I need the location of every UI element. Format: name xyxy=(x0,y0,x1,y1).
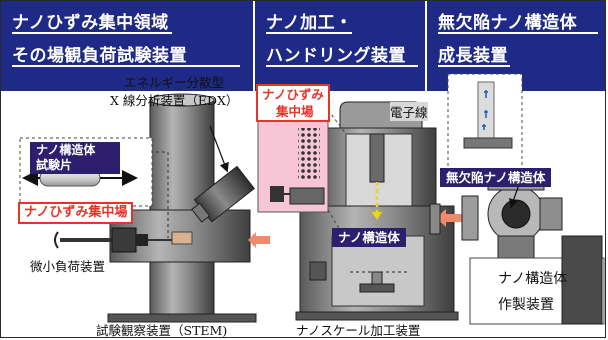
electron-beam-label: 電子線 xyxy=(390,102,428,121)
center-title-band xyxy=(255,1,425,91)
micro-load-device-label: 微小負荷装置 xyxy=(30,259,106,274)
edx-label-line1: エネルギー分散型 xyxy=(124,75,225,90)
stem-device-label: 試験観察装置（STEM) xyxy=(96,323,228,338)
edx-label-line2: X 線分析装置（EDX） xyxy=(110,93,239,108)
specimen-label-line1: ナノ構造体 xyxy=(36,143,96,157)
left-title-underline1 xyxy=(12,32,172,34)
left-title-line1: ナノひずみ集中領域 xyxy=(12,13,169,33)
left-title-band xyxy=(1,1,253,91)
center-title-line1: ナノ加工・ xyxy=(266,13,353,33)
defect-free-nanostructure-label: 無欠陥ナノ構造体 xyxy=(440,168,552,187)
nanoscale-processing-device-label: ナノスケール加工装置 xyxy=(296,323,421,338)
right-title-underline2 xyxy=(438,65,510,67)
stem-column xyxy=(107,93,257,323)
nano-strain-field-label: ナノひずみ集中場 xyxy=(18,202,134,224)
nano-strain-field-label-center: ナノひずみ 集中場 xyxy=(256,84,330,122)
edx-detector xyxy=(191,165,255,223)
strain-center-line1: ナノひずみ xyxy=(262,87,324,102)
specimen-label-line2: 試験片 xyxy=(36,158,73,172)
strain-center-line2: 集中場 xyxy=(276,104,314,119)
left-title-line2: その場観負荷試験装置 xyxy=(12,46,187,66)
left-title-underline2 xyxy=(12,65,240,67)
center-title-underline1 xyxy=(266,32,352,34)
right-title-line2: 成長装置 xyxy=(438,46,508,66)
center-title-underline2 xyxy=(266,65,418,67)
center-title-line2: ハンドリング装置 xyxy=(266,46,406,66)
right-title-line1: 無欠陥ナノ構造体 xyxy=(438,13,578,33)
fabrication-device-line2: 作製装置 xyxy=(498,297,554,313)
nanostructure-specimen-label: ナノ構造体 試験片 xyxy=(30,142,120,174)
fabrication-device-line1: ナノ構造体 xyxy=(498,271,568,287)
right-title-underline1 xyxy=(438,32,598,34)
nanostructure-label-center: ナノ構造体 xyxy=(332,228,406,247)
